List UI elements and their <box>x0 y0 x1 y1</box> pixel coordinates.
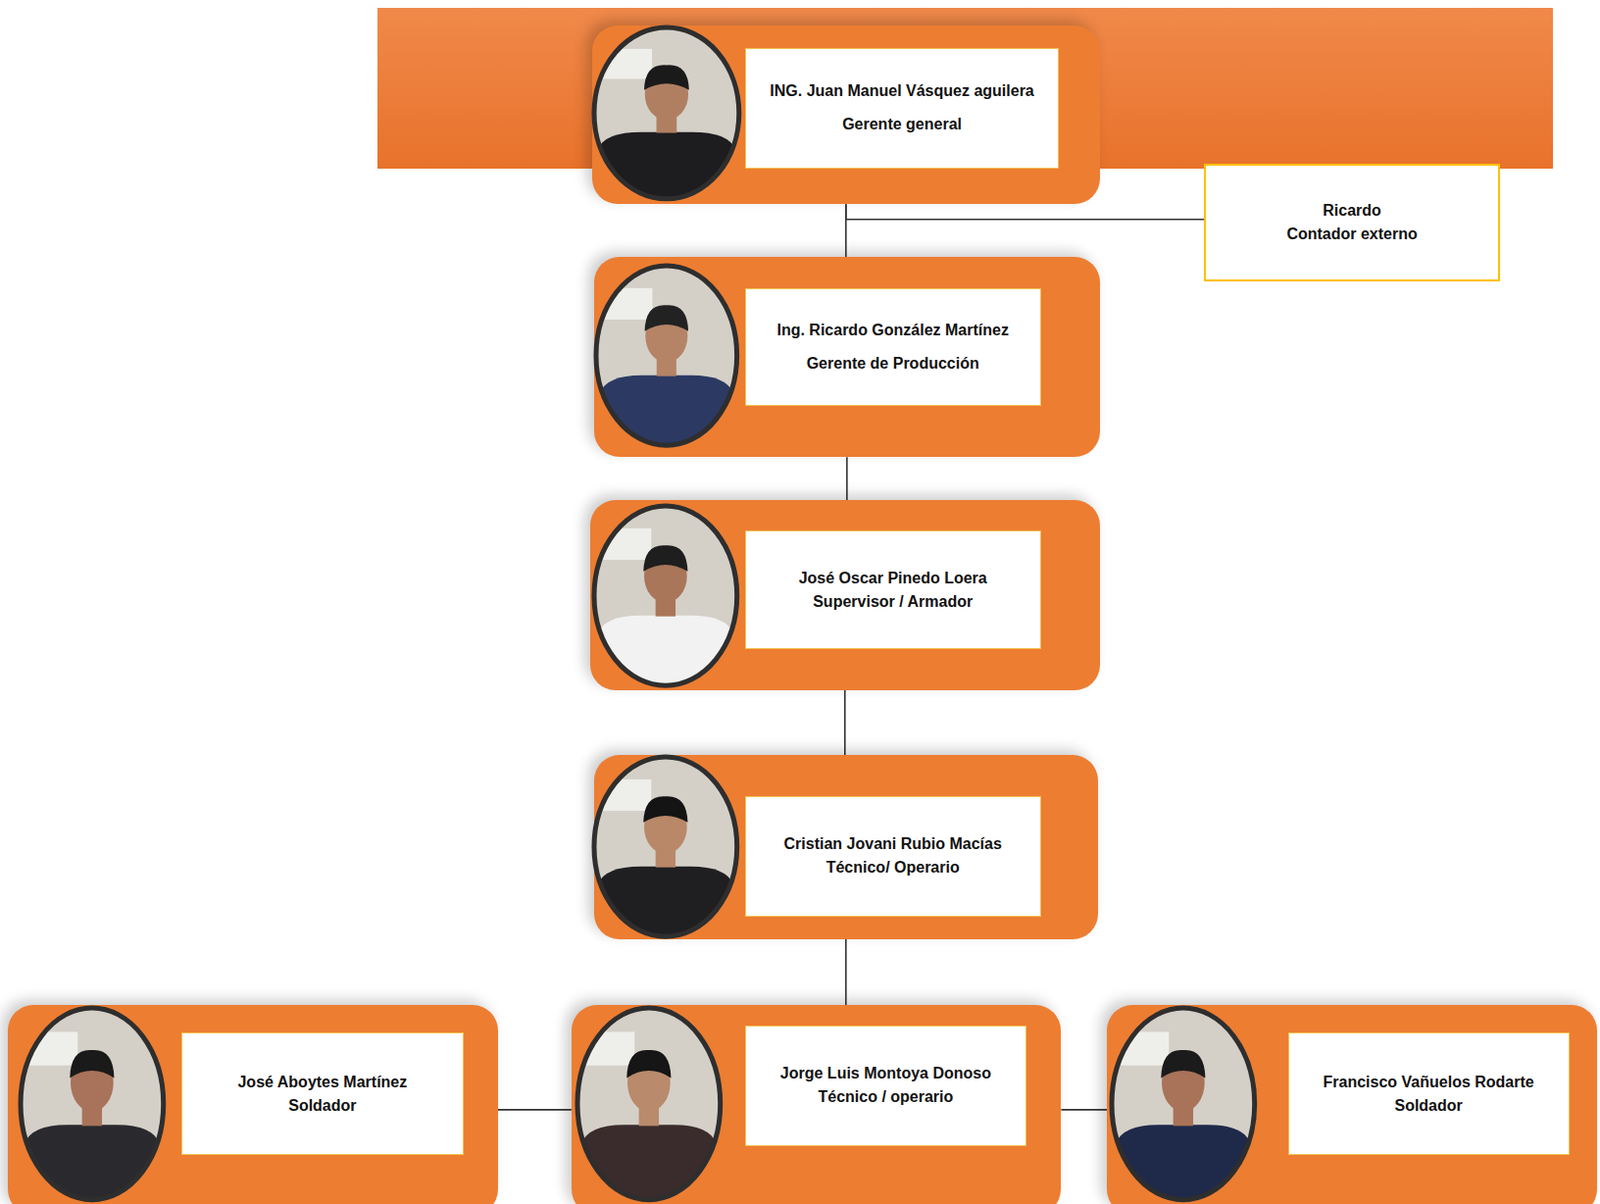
portrait-photo <box>592 261 742 450</box>
person-name: José Oscar Pinedo Loera <box>799 568 988 589</box>
org-box: José Oscar Pinedo LoeraSupervisor / Arma… <box>590 500 1100 691</box>
photo-hair <box>1161 1050 1206 1078</box>
org-connector <box>1060 1108 1107 1111</box>
person-name: Ricardo <box>1322 200 1382 221</box>
photo-frame <box>594 27 740 200</box>
job-title: Gerente general <box>842 114 962 135</box>
org-connector <box>498 1108 572 1111</box>
org-connector <box>845 939 848 1006</box>
photo-hair <box>626 1050 671 1078</box>
text-panel: José Oscar Pinedo LoeraSupervisor / Arma… <box>745 530 1042 650</box>
photo-frame <box>594 505 738 686</box>
person-name: ING. Juan Manuel Vásquez aguilera <box>769 81 1034 101</box>
job-title: Técnico/ Operario <box>826 857 960 878</box>
text-panel: José Aboytes MartínezSoldador <box>181 1032 463 1155</box>
external-box: RicardoContador externo <box>1203 163 1500 283</box>
photo-hair <box>644 64 690 90</box>
photo-frame <box>1111 1007 1255 1200</box>
org-connector <box>844 690 847 756</box>
photo-hair <box>69 1050 114 1078</box>
org-box: Jorge Luis Montoya DonosoTécnico / opera… <box>571 1004 1062 1204</box>
org-box: José Aboytes MartínezSoldador <box>7 1004 499 1204</box>
photo-frame <box>577 1007 721 1200</box>
job-title: Técnico / operario <box>818 1087 954 1107</box>
portrait-photo <box>573 1003 725 1204</box>
job-title: Contador externo <box>1286 224 1417 245</box>
portrait-photo <box>1107 1003 1259 1204</box>
org-box: Francisco Vañuelos RodarteSoldador <box>1106 1004 1598 1204</box>
person-name: Jorge Luis Montoya Donoso <box>780 1063 992 1084</box>
person-name: Francisco Vañuelos Rodarte <box>1323 1072 1535 1093</box>
job-title: Supervisor / Armador <box>812 592 973 612</box>
portrait-photo <box>590 752 742 941</box>
org-box: Cristian Jovani Rubio MacíasTécnico/ Ope… <box>594 754 1099 939</box>
portrait-photo <box>16 1003 168 1204</box>
job-title: Soldador <box>288 1096 356 1116</box>
text-panel: Francisco Vañuelos RodarteSoldador <box>1288 1032 1570 1155</box>
org-connector <box>845 203 848 257</box>
org-box: Ing. Ricardo González MartínezGerente de… <box>594 256 1100 457</box>
text-panel: ING. Juan Manuel Vásquez aguileraGerente… <box>745 48 1060 169</box>
photo-frame <box>20 1007 164 1200</box>
photo-hair <box>643 545 688 572</box>
job-title: Soldador <box>1394 1096 1462 1116</box>
portrait-photo <box>590 501 742 690</box>
portrait-photo <box>590 23 744 203</box>
job-title: Gerente de Producción <box>806 353 980 374</box>
person-name: Cristian Jovani Rubio Macías <box>784 834 1002 854</box>
text-panel: Jorge Luis Montoya DonosoTécnico / opera… <box>745 1025 1027 1147</box>
person-name: Ing. Ricardo González Martínez <box>776 320 1008 341</box>
photo-hair <box>644 304 689 332</box>
person-name: José Aboytes Martínez <box>237 1072 407 1093</box>
photo-frame <box>596 265 738 446</box>
text-panel: Cristian Jovani Rubio MacíasTécnico/ Ope… <box>745 796 1042 917</box>
org-connector <box>846 456 849 500</box>
org-connector <box>846 203 1204 220</box>
text-panel: Ing. Ricardo González MartínezGerente de… <box>745 288 1042 407</box>
photo-hair <box>643 796 688 823</box>
photo-frame <box>594 756 738 937</box>
org-box: ING. Juan Manuel Vásquez aguileraGerente… <box>592 25 1100 204</box>
